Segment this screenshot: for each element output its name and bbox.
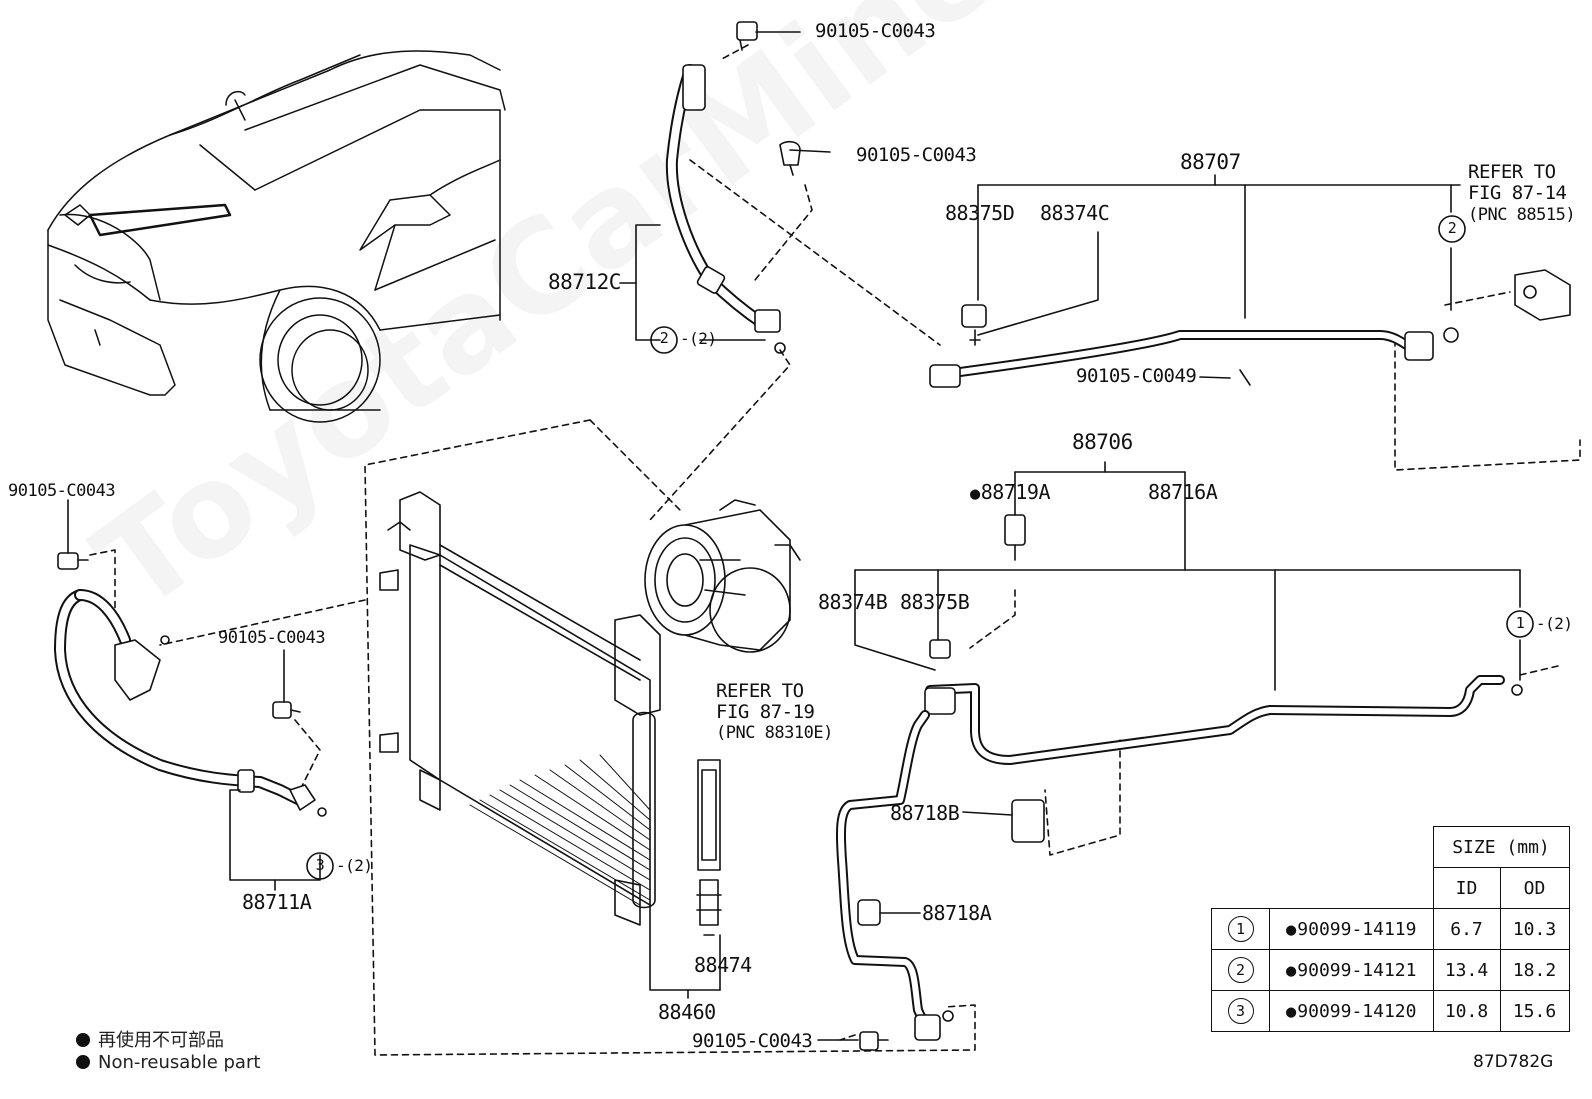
table-row: 2 90099-14121 13.4 18.2	[1211, 949, 1570, 991]
label-refer-87-19-2: FIG 87-19	[716, 701, 815, 723]
liquid-line-88706	[817, 461, 1523, 1051]
label-refer-87-14-3: (PNC 88515)	[1468, 205, 1576, 225]
ref-circle: 2	[1227, 957, 1254, 983]
label-88711a: 88711A	[242, 890, 312, 914]
part-number: 90099-14120	[1269, 990, 1434, 1032]
label-88374c: 88374C	[1040, 201, 1110, 225]
col-od: OD	[1499, 867, 1570, 909]
size-id: 6.7	[1432, 908, 1501, 950]
label-88374b: 88374B	[818, 590, 888, 614]
legend-english: Non-reusable part	[76, 1052, 260, 1073]
figure-code: 87D782G	[1473, 1052, 1554, 1072]
label-refer-87-19-3: (PNC 88310E)	[716, 723, 833, 743]
dryer-88474	[696, 759, 722, 936]
hose-88711a	[54, 499, 327, 891]
vehicle-outline	[47, 50, 506, 423]
label-88712c: 88712C	[548, 270, 621, 294]
label-88707: 88707	[1180, 150, 1241, 174]
discharge-hose-88712c	[665, 21, 831, 354]
bracket-88460-88474	[649, 904, 721, 999]
label-bolt-c0049: 90105-C0049	[1076, 365, 1197, 387]
size-od: 18.2	[1499, 949, 1570, 991]
label-88718b: 88718B	[890, 801, 960, 825]
label-88718a: 88718A	[922, 901, 992, 925]
hose-size-table: SIZE (mm) ID OD 1 90099-14119 6.7 10.3 2…	[1211, 826, 1570, 1032]
label-88706: 88706	[1072, 430, 1133, 454]
compressor	[644, 499, 801, 653]
size-header: SIZE (mm)	[1432, 826, 1570, 868]
part-number: 90099-14121	[1269, 949, 1434, 991]
legend-japanese: 再使用不可部品	[76, 1026, 224, 1052]
table-row: 1 90099-14119 6.7 10.3	[1211, 908, 1570, 950]
label-callout-3: -(2)	[336, 856, 373, 875]
size-id: 13.4	[1432, 949, 1501, 991]
label-bolt-bottom: 90105-C0043	[692, 1030, 813, 1052]
callout-number-2b: 2	[1447, 219, 1457, 237]
bracket-88712c	[619, 224, 766, 341]
suction-line-88707	[929, 174, 1571, 388]
size-id: 10.8	[1432, 990, 1501, 1032]
callout-number-3: 3	[315, 856, 325, 874]
label-bolt-upper-right: 90105-C0043	[856, 144, 977, 166]
ref-circle: 1	[1227, 916, 1254, 942]
callout-circles	[306, 215, 1534, 880]
label-88375b: 88375B	[900, 590, 970, 614]
label-refer-87-14-1: REFER TO	[1468, 161, 1556, 183]
label-88716a: 88716A	[1148, 480, 1218, 504]
condenser-88460	[379, 491, 661, 926]
label-88719a: 88719A	[970, 482, 1051, 503]
label-refer-87-19-1: REFER TO	[716, 680, 804, 702]
label-88460: 88460	[658, 1000, 716, 1024]
table-row: 3 90099-14120 10.8 15.6	[1211, 990, 1570, 1032]
callout-number-2a: 2	[659, 329, 669, 347]
label-callout-1: -(2)	[1536, 614, 1573, 633]
col-id: ID	[1432, 867, 1501, 909]
ref-circle: 3	[1227, 998, 1254, 1024]
size-od: 10.3	[1499, 908, 1570, 950]
leader-lines-dashed	[89, 44, 1581, 1056]
label-bolt-top: 90105-C0043	[815, 20, 936, 42]
label-88375d: 88375D	[945, 201, 1015, 225]
label-88474: 88474	[694, 953, 752, 977]
callout-number-1: 1	[1515, 614, 1525, 632]
label-bolt-left-mid: 90105-C0043	[218, 628, 326, 648]
label-callout-2-left: -(2)	[680, 329, 717, 348]
label-refer-87-14-2: FIG 87-14	[1468, 182, 1567, 204]
size-od: 15.6	[1499, 990, 1570, 1032]
bullet-icon	[76, 1055, 90, 1069]
part-number: 90099-14119	[1269, 908, 1434, 950]
bullet-icon	[76, 1033, 90, 1047]
label-bolt-left-top: 90105-C0043	[8, 481, 116, 501]
